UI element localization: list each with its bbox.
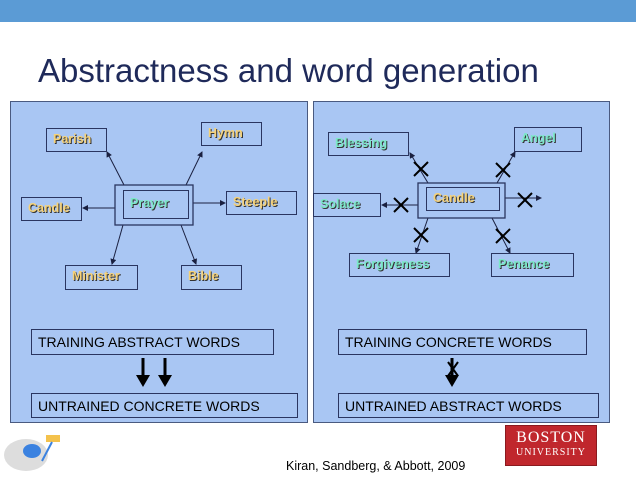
candle-outer-box <box>417 182 506 219</box>
word-minister: Minister <box>65 265 138 290</box>
word-candle: Candle <box>21 197 82 221</box>
left-panel <box>10 101 308 423</box>
word-steeple: Steeple <box>226 191 297 215</box>
down-arrows <box>141 358 454 376</box>
brain-illustration <box>2 433 60 473</box>
word-solace: Solace <box>313 193 381 217</box>
arrow <box>185 151 203 186</box>
logo-line1: BOSTON <box>516 429 586 446</box>
center-prayer: Prayer <box>123 190 189 219</box>
word-bible: Bible <box>181 265 242 290</box>
word-forgiveness: Forgiveness <box>349 253 450 277</box>
boston-university-logo: BOSTON UNIVERSITY <box>505 425 597 466</box>
untrained-concrete-label: UNTRAINED CONCRETE WORDS <box>31 393 298 418</box>
prayer-outer-box <box>114 184 194 226</box>
word-hymn: Hymn <box>201 122 262 146</box>
center-candle: Candle <box>426 187 500 211</box>
arrow <box>110 224 124 265</box>
training-abstract-label: TRAINING ABSTRACT WORDS <box>31 329 274 355</box>
top-bar <box>0 0 636 22</box>
word-parish: Parish <box>46 128 107 152</box>
untrained-abstract-label: UNTRAINED ABSTRACT WORDS <box>338 393 599 418</box>
slide-title: Abstractness and word generation <box>38 52 539 89</box>
training-concrete-label: TRAINING CONCRETE WORDS <box>338 329 587 355</box>
right-panel <box>313 101 610 423</box>
word-angel: Angel <box>514 127 582 152</box>
arrow <box>106 151 125 186</box>
word-blessing: Blessing <box>328 132 409 156</box>
citation: Kiran, Sandberg, & Abbott, 2009 <box>286 459 466 473</box>
arrow <box>491 217 511 254</box>
logo-line2: UNIVERSITY <box>516 447 586 458</box>
word-penance: Penance <box>491 253 574 277</box>
arrow <box>180 224 198 265</box>
